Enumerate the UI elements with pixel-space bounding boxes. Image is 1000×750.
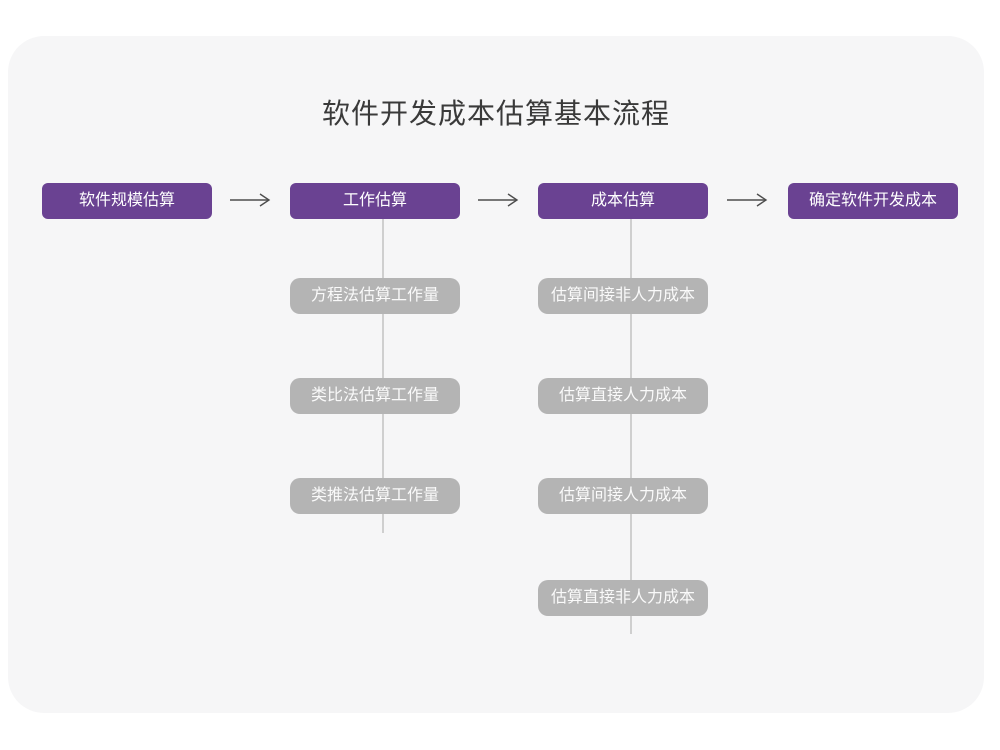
right-arrow-icon (230, 193, 271, 207)
right-arrow-icon (727, 193, 768, 207)
cost-substep-direct-non-labor: 估算直接非人力成本 (538, 580, 708, 616)
diagram-title: 软件开发成本估算基本流程 (321, 98, 670, 129)
flow-step-determine-development-cost: 确定软件开发成本 (788, 183, 958, 219)
right-arrow-icon (478, 193, 519, 207)
flow-step-software-scale-estimation: 软件规模估算 (42, 183, 212, 219)
flow-step-cost-estimation: 成本估算 (538, 183, 708, 219)
cost-substep-indirect-non-labor: 估算间接非人力成本 (538, 278, 708, 314)
work-substep-equation-method: 方程法估算工作量 (290, 278, 460, 314)
diagram-card: 软件开发成本估算基本流程 软件规模估算 工作估算 成本估算 确定软件开发成本 方… (8, 36, 984, 713)
cost-substep-direct-labor: 估算直接人力成本 (538, 378, 708, 414)
work-substep-analogy-method: 类比法估算工作量 (290, 378, 460, 414)
cost-branch-connector-line (630, 218, 632, 634)
flow-step-work-estimation: 工作估算 (290, 183, 460, 219)
work-substep-extrapolation-method: 类推法估算工作量 (290, 478, 460, 514)
work-branch-connector-line (382, 218, 384, 533)
cost-substep-indirect-labor: 估算间接人力成本 (538, 478, 708, 514)
